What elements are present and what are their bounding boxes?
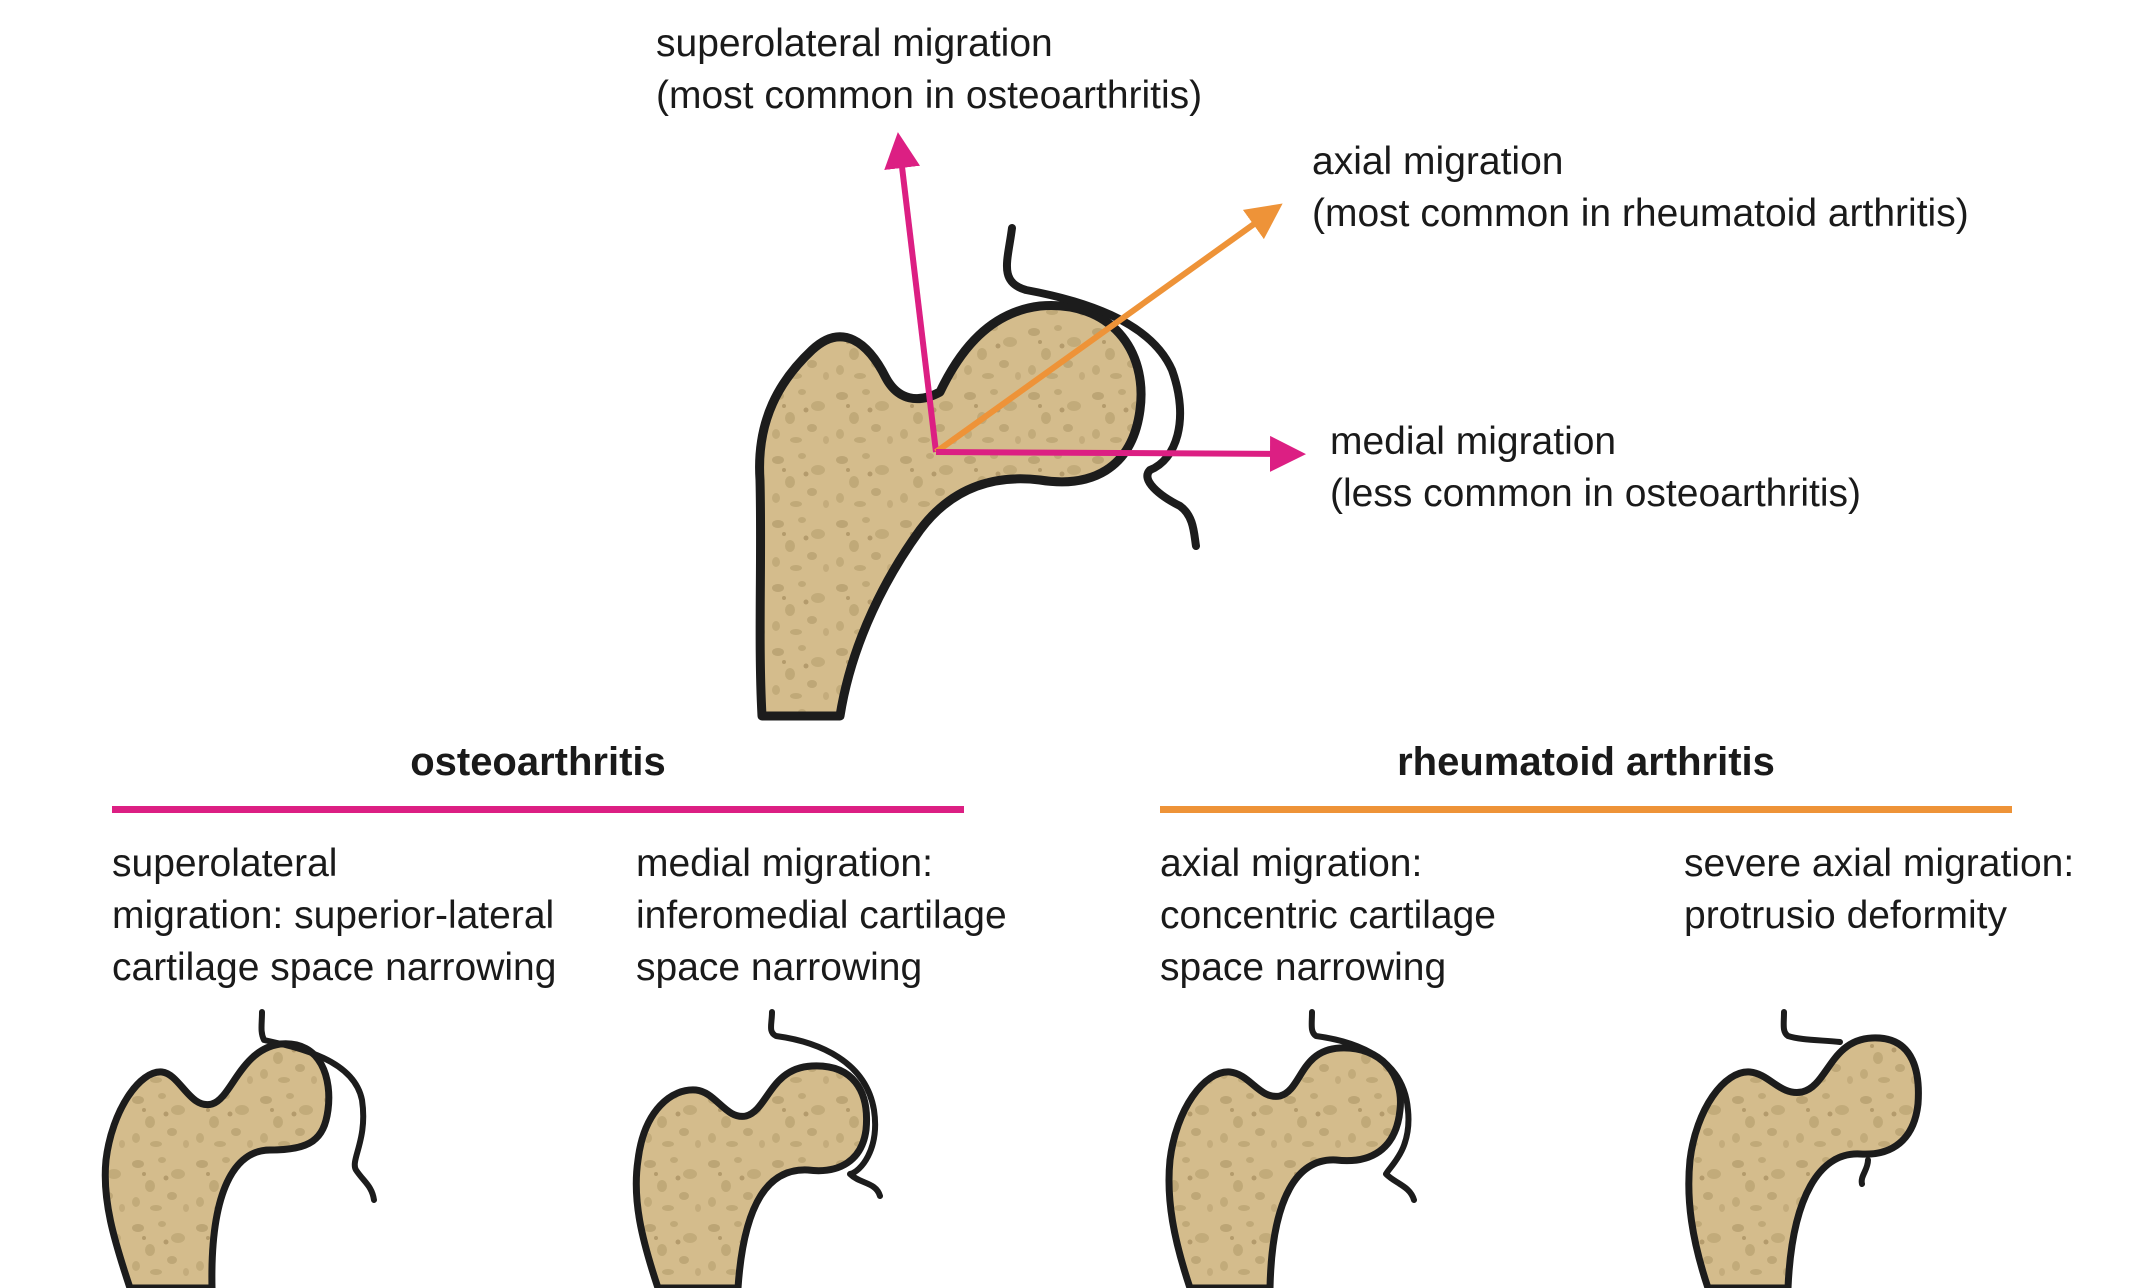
caption-line: space narrowing (636, 946, 923, 989)
superolateral-arrow (884, 132, 939, 453)
osteoarthritis-heading: osteoarthritis (410, 740, 666, 784)
caption-line: cartilage space narrowing (112, 946, 557, 989)
caption-line: protrusio deformity (1684, 894, 2007, 937)
main-acetabulum-line (1003, 224, 1200, 550)
axial-label-note: (most common in rheumatoid arthritis) (1312, 192, 1969, 235)
superolateral-label-note: (most common in osteoarthritis) (656, 74, 1203, 117)
osteoarthritis-rule (112, 806, 964, 813)
caption-line: axial migration: (1160, 842, 1423, 885)
oa-medial-femur (632, 1009, 883, 1288)
main-femur-bone (755, 301, 1146, 721)
oa-medial-acetabulum (768, 1009, 883, 1199)
main-femur (755, 224, 1200, 721)
oa-superolateral-acetabulum (258, 1009, 377, 1203)
caption-line: concentric cartilage (1160, 894, 1496, 937)
axial-label-title: axial migration (1312, 140, 1564, 183)
superolateral-label-title: superolateral migration (656, 22, 1053, 65)
caption-line: medial migration: (636, 842, 933, 885)
rheumatoid-heading: rheumatoid arthritis (1397, 740, 1775, 784)
ra-protrusio-femur (1685, 1009, 1922, 1288)
ra-axial-acetabulum (1308, 1009, 1417, 1203)
medial-arrow (935, 435, 1306, 472)
ra-protrusio-acetabulum (1780, 1009, 1871, 1187)
oa-superolateral-femur-bone (101, 1040, 333, 1288)
ra-axial-femur-bone (1165, 1044, 1404, 1288)
ra-protrusio-femur-bone (1685, 1034, 1922, 1288)
caption-line: space narrowing (1160, 946, 1447, 989)
oa-superolateral-femur (101, 1009, 377, 1288)
caption-line: migration: superior-lateral (112, 894, 555, 937)
caption-line: inferomedial cartilage (636, 894, 1007, 937)
ra-axial-femur (1165, 1009, 1417, 1288)
medial-label-title: medial migration (1330, 420, 1617, 463)
medial-label-note: (less common in osteoarthritis) (1330, 472, 1861, 515)
axial-arrow (934, 203, 1283, 455)
caption-line: superolateral (112, 842, 338, 885)
caption-line: severe axial migration: (1684, 842, 2075, 885)
rheumatoid-rule (1160, 806, 2012, 813)
oa-medial-femur-bone (632, 1062, 871, 1288)
